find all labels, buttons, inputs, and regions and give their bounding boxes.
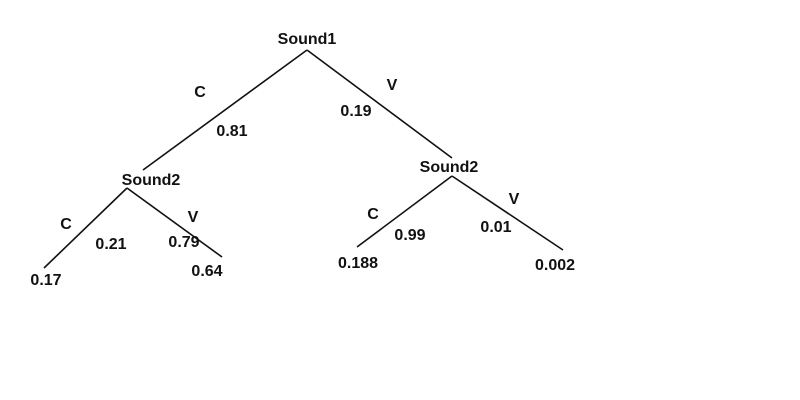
- root-left-branch-probability: 0.81: [216, 123, 247, 140]
- root-right-branch-probability: 0.19: [340, 103, 371, 120]
- edge-right-sound2-to-c-leaf: [356, 175, 453, 248]
- root-left-branch-letter: C: [194, 84, 206, 101]
- left-sound2-node-label: Sound2: [122, 172, 181, 189]
- right-sound2-v-letter: V: [509, 191, 520, 208]
- right-sound2-c-probability: 0.99: [394, 227, 425, 244]
- root-right-branch-letter: V: [387, 77, 398, 94]
- edge-left-sound2-to-v-leaf: [126, 187, 223, 258]
- left-sound2-c-leaf-value: 0.17: [30, 272, 61, 289]
- right-sound2-c-leaf-value: 0.188: [338, 255, 378, 272]
- left-sound2-v-leaf-value: 0.64: [191, 263, 222, 280]
- left-sound2-c-probability: 0.21: [95, 236, 126, 253]
- left-sound2-c-letter: C: [60, 216, 72, 233]
- root-node-label: Sound1: [278, 31, 337, 48]
- left-sound2-v-letter: V: [188, 209, 199, 226]
- edge-root-to-right-sound2: [306, 49, 453, 159]
- left-sound2-v-probability: 0.79: [168, 234, 199, 251]
- edge-right-sound2-to-v-leaf: [451, 175, 564, 251]
- edge-left-sound2-to-c-leaf: [43, 187, 128, 269]
- right-sound2-v-probability: 0.01: [480, 219, 511, 236]
- right-sound2-c-letter: C: [367, 206, 379, 223]
- right-sound2-v-leaf-value: 0.002: [535, 257, 575, 274]
- edge-root-to-left-sound2: [142, 49, 308, 171]
- right-sound2-node-label: Sound2: [420, 159, 479, 176]
